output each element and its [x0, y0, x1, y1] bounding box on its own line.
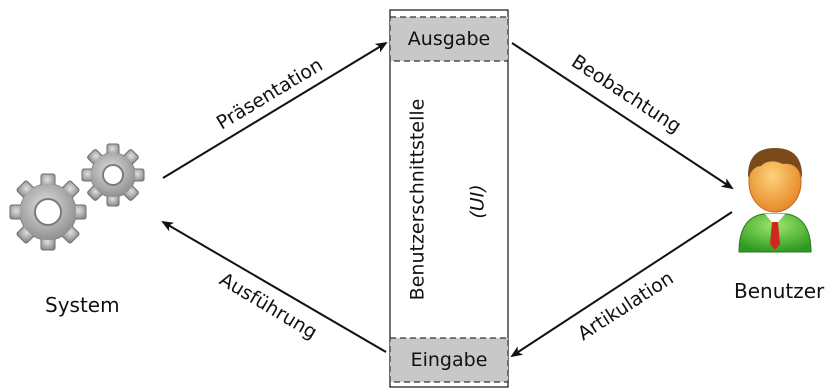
user-avatar-icon	[738, 148, 812, 253]
input-box	[389, 337, 509, 383]
arrow-articulation	[510, 211, 733, 358]
arrow-execution	[161, 220, 387, 353]
arrow-presentation	[162, 41, 388, 179]
system-label: System	[45, 293, 120, 317]
interface-abbr: (UI)	[466, 184, 489, 219]
output-label: Ausgabe	[407, 28, 491, 50]
arrow-observation	[511, 42, 734, 190]
interface-column	[389, 9, 509, 388]
input-label: Eingabe	[410, 349, 488, 371]
gears-icon	[9, 143, 145, 251]
output-box	[389, 16, 509, 62]
interface-label: Benutzerschnittstelle	[406, 98, 429, 301]
user-label: Benutzer	[734, 279, 825, 303]
